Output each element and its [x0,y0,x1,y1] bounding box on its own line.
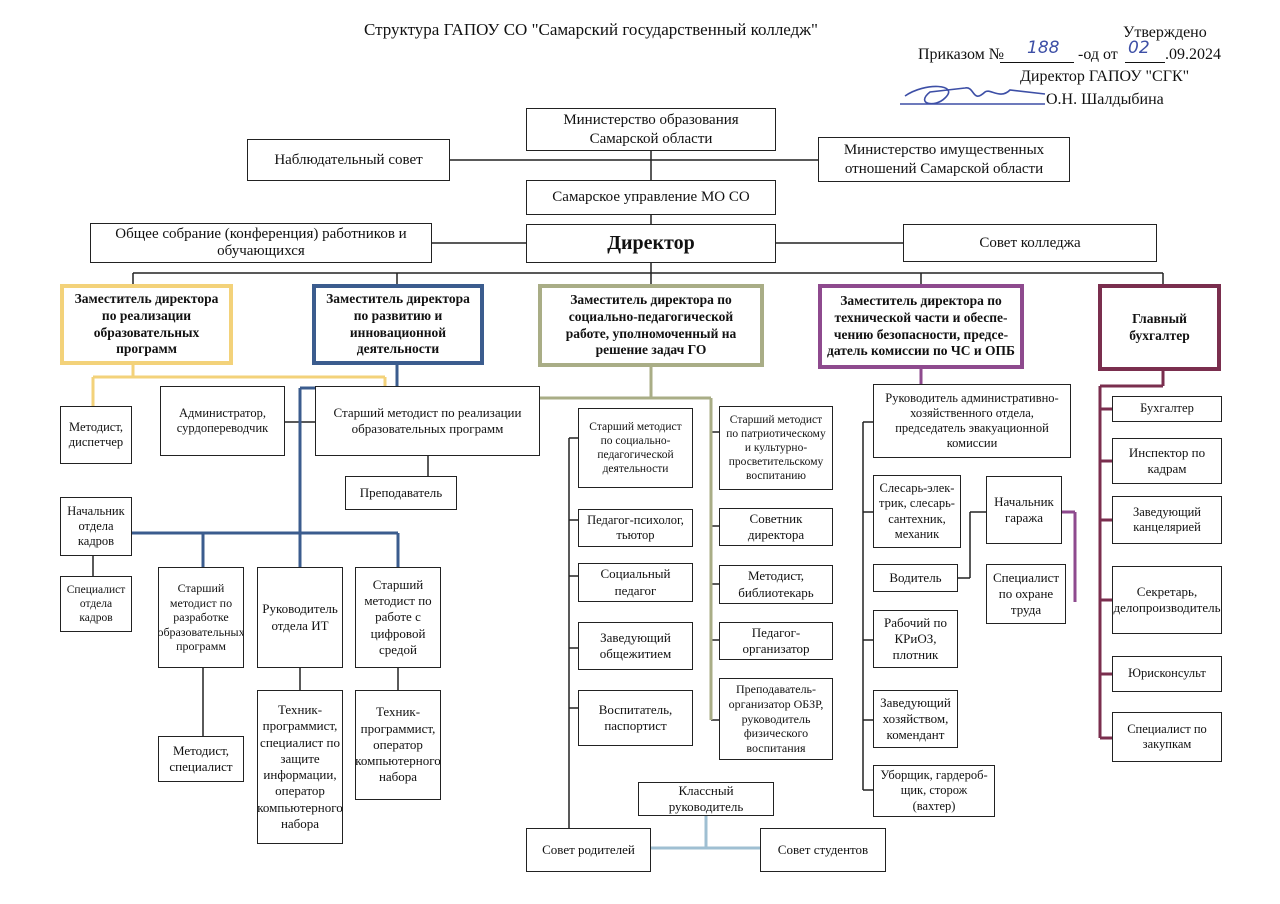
senior-methodist-dev-box: Старший методист по разработке образоват… [158,567,244,668]
senior-methodist-social-box: Старший методист по социально-педагогиче… [578,408,693,488]
administrator-box: Администратор, сурдопереводчик [160,386,285,456]
dorm-head-box: Заведующий общежитием [578,622,693,670]
cleaner-box: Уборщик, гардероб-щик, сторож (вахтер) [873,765,995,817]
order-number: 188 [1027,38,1060,58]
order-number-underline [1000,62,1074,63]
chief-accountant-box: Главный бухгалтер [1098,284,1221,371]
supervisory-board-box: Наблюдательный совет [247,139,450,181]
hr-head-box: Начальник отдела кадров [60,497,132,556]
labor-specialist-box: Специалист по охране труда [986,564,1066,624]
senior-methodist-patriotic-box: Старший методист по патриотическому и ку… [719,406,833,490]
tech-programmer-box: Техник-программист, оператор компьютерно… [355,690,441,800]
methodist-specialist-box: Методист, специалист [158,736,244,782]
deputy-edu-programs-box: Заместитель директора по реализации обра… [60,284,233,365]
social-teacher-box: Социальный педагог [578,563,693,602]
maroon-connectors [1098,371,1165,740]
college-council-box: Совет колледжа [903,224,1157,262]
organizer-box: Педагог-организатор [719,622,833,660]
household-head-box: Заведующий хозяйством, комендант [873,690,958,748]
blue-connectors [130,365,400,567]
order-line: Приказом № [918,46,1004,64]
page-title: Структура ГАПОУ СО "Самарский государств… [364,20,818,39]
purple-connectors [919,369,1077,602]
ministry-property-box: Министерство имущественных отношений Сам… [818,137,1070,182]
procurement-box: Специалист по закупкам [1112,712,1222,762]
approved-label: Утверждено [1123,24,1207,41]
educator-box: Воспитатель, паспортист [578,690,693,746]
senior-methodist-digital-box: Старший методист по работе с цифровой ср… [355,567,441,668]
driver-box: Водитель [873,564,958,592]
accountant-box: Бухгалтер [1112,396,1222,422]
hr-inspector-box: Инспектор по кадрам [1112,438,1222,484]
teacher-box: Преподаватель [345,476,457,510]
order-prefix: Приказом № [918,46,1005,63]
signature-drawing [900,85,1046,105]
councils-connectors [638,816,760,850]
worker-box: Рабочий по КРиОЗ, плотник [873,610,958,668]
director-name: О.Н. Шалдыбина [1046,91,1164,108]
office-head-box: Заведующий канцелярией [1112,496,1222,544]
lawyer-box: Юрисконсульт [1112,656,1222,692]
obzr-teacher-box: Преподаватель-организатор ОБЗР, руководи… [719,678,833,760]
methodist-librarian-box: Методист, библиотекарь [719,565,833,604]
director-advisor-box: Советник директора [719,508,833,546]
garage-head-box: Начальник гаража [986,476,1062,544]
deputy-technical-box: Заместитель директора по технической час… [818,284,1024,369]
director-box: Директор [526,224,776,263]
students-council-box: Совет студентов [760,828,886,872]
hr-specialist-box: Специалист отдела кадров [60,576,132,632]
senior-methodist-edu-box: Старший методист по реализации образоват… [315,386,540,456]
parents-council-box: Совет родителей [526,828,651,872]
order-day: 02 [1128,38,1150,58]
director-title: Директор ГАПОУ "СГК" [1020,68,1190,85]
secretary-box: Секретарь, делопроизводитель [1112,566,1222,634]
samara-department-box: Самарское управление МО СО [526,180,776,215]
class-teacher-box: Классный руководитель [638,782,774,816]
deputy-development-box: Заместитель директора по развитию и инно… [312,284,484,365]
deputy-social-box: Заместитель директора по социально-педаг… [538,284,764,367]
order-day-underline [1125,62,1165,63]
tech-programmer-security-box: Техник-программист, специалист по защите… [257,690,343,844]
ministry-education-box: Министерство образования Самарской облас… [526,108,776,151]
electrician-box: Слесарь-элек-трик, слесарь-сантехник, ме… [873,475,961,548]
psychologist-box: Педагог-психолог, тьютор [578,509,693,547]
methodist-dispatcher-box: Методист, диспетчер [60,406,132,464]
olive-connectors [540,367,713,720]
general-meeting-box: Общее собрание (конференция) работников … [90,223,432,263]
order-mid: -од от [1078,46,1118,63]
admin-head-box: Руководитель административно-хозяйственн… [873,384,1071,458]
order-date-rest: .09.2024 [1165,46,1221,63]
it-head-box: Руководитель отдела ИТ [257,567,343,668]
